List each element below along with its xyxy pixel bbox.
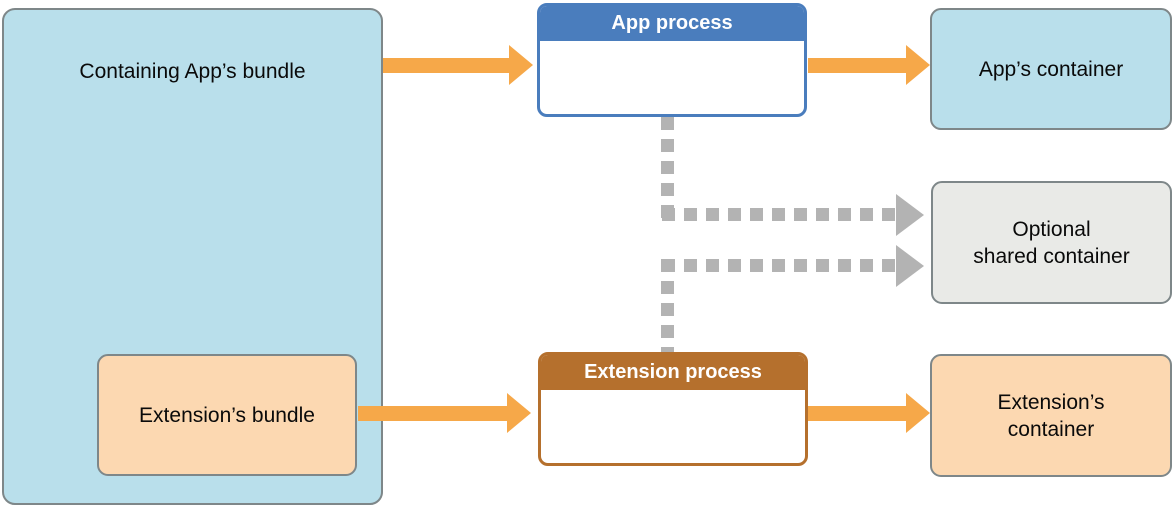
arrow-bundle-to-app-process-shaft <box>383 58 509 73</box>
extension-process-title: Extension process <box>541 355 805 390</box>
extension-bundle-box: Extension’s bundle <box>97 354 357 476</box>
shared-container-label: Optional shared container <box>973 217 1130 268</box>
arrow-ext-bundle-to-ext-process-head-icon <box>507 393 531 433</box>
app-container-box: App’s container <box>930 8 1172 130</box>
arrow-bundle-to-app-process-head-icon <box>509 45 533 85</box>
dashed-arrow-app-vertical <box>661 117 674 218</box>
containing-app-bundle-label: Containing App’s bundle <box>79 60 306 83</box>
arrow-ext-bundle-to-ext-process-shaft <box>358 406 507 421</box>
dashed-arrow-app-head-icon <box>896 194 924 236</box>
app-container-label: App’s container <box>978 57 1124 81</box>
dashed-arrow-ext-head-icon <box>896 245 924 287</box>
extension-process-box: Extension process <box>538 352 808 466</box>
extension-container-label: Extension’s container <box>997 390 1105 441</box>
dashed-arrow-ext-horizontal <box>662 259 896 272</box>
dashed-arrow-ext-vertical <box>661 259 674 352</box>
extension-bundle-label: Extension’s bundle <box>139 403 315 427</box>
app-process-title: App process <box>540 6 804 41</box>
dashed-arrow-app-horizontal <box>662 208 896 221</box>
arrow-app-process-to-app-container-shaft <box>808 58 906 73</box>
arrow-ext-process-to-ext-container-shaft <box>808 406 906 421</box>
app-process-box: App process <box>537 3 807 117</box>
extension-container-box: Extension’s container <box>930 354 1172 477</box>
shared-container-box: Optional shared container <box>931 181 1172 304</box>
arrow-app-process-to-app-container-head-icon <box>906 45 930 85</box>
arrow-ext-process-to-ext-container-head-icon <box>906 393 930 433</box>
